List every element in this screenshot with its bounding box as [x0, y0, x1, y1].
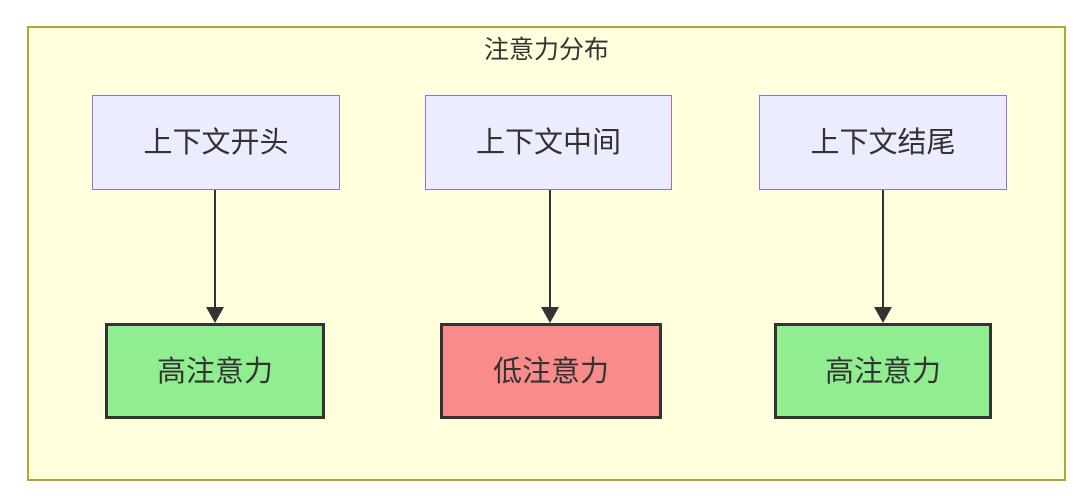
- arrowhead-down-icon: [541, 307, 559, 323]
- arrowhead-down-icon: [206, 307, 224, 323]
- attention-distribution-cluster: 注意力分布 上下文开头 上下文中间 上下文结尾 高注意力 低注意: [27, 26, 1066, 481]
- node-context-start-label: 上下文开头: [143, 125, 289, 160]
- arrowhead-down-icon: [874, 307, 892, 323]
- node-high-attention-right-label: 高注意力: [824, 353, 941, 388]
- node-context-end: 上下文结尾: [759, 95, 1007, 190]
- diagram-title: 注意力分布: [483, 35, 609, 64]
- arrow-line: [549, 190, 551, 310]
- node-context-middle: 上下文中间: [425, 95, 672, 190]
- arrow-line: [882, 190, 884, 310]
- node-context-start: 上下文开头: [92, 95, 340, 190]
- node-high-attention-left-label: 高注意力: [156, 353, 273, 388]
- node-low-attention-label: 低注意力: [492, 353, 609, 388]
- node-context-middle-label: 上下文中间: [475, 125, 621, 160]
- node-high-attention-left: 高注意力: [105, 323, 325, 419]
- node-context-end-label: 上下文结尾: [810, 125, 956, 160]
- node-low-attention: 低注意力: [440, 323, 662, 419]
- node-high-attention-right: 高注意力: [774, 323, 992, 419]
- arrow-line: [214, 190, 216, 310]
